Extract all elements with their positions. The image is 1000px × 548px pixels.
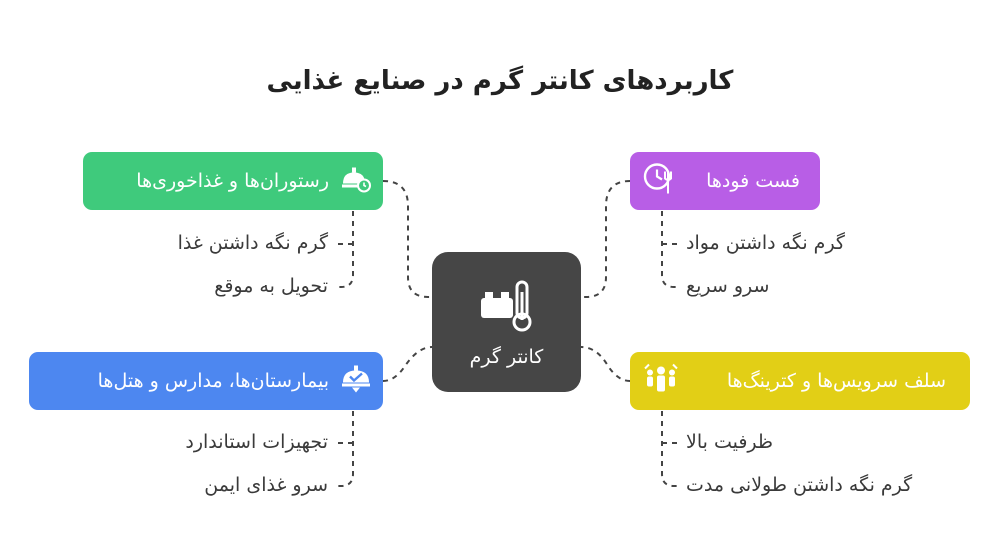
diagram-title: کاربردهای کانتر گرم در صنایع غذایی: [266, 66, 734, 96]
node-fastfood: فست فودها: [630, 152, 820, 210]
center-node: کانتر گرم: [432, 252, 581, 392]
connector-restaurants: [382, 180, 432, 298]
connector-fastfood: [581, 180, 631, 298]
fastfood-item-1: گرم نگه داشتن مواد: [686, 232, 845, 254]
node-restaurants-label: رستوران‌ها و غذاخوری‌ها: [136, 170, 329, 192]
node-restaurants: رستوران‌ها و غذاخوری‌ها: [83, 152, 383, 210]
connector-catering-items: [661, 411, 678, 487]
cloche-clock-icon: [341, 164, 371, 199]
people-group-icon: [644, 363, 678, 400]
catering-item-1: ظرفیت بالا: [686, 431, 774, 453]
node-fastfood-label: فست فودها: [706, 170, 800, 192]
hospitals-item-1: تجهیزات استاندارد: [185, 431, 328, 453]
restaurants-item-2: تحویل به موقع: [214, 275, 328, 297]
connector-catering: [580, 346, 631, 382]
node-catering-label: سلف سرویس‌ها و کترینگ‌ها: [726, 370, 946, 392]
node-hospitals-label: بیمارستان‌ها، مدارس و هتل‌ها: [97, 370, 329, 392]
fork-knife-clock-icon: [642, 162, 676, 201]
node-hospitals: بیمارستان‌ها، مدارس و هتل‌ها: [29, 352, 383, 410]
node-catering: سلف سرویس‌ها و کترینگ‌ها: [630, 352, 970, 410]
hospitals-item-2: سرو غذای ایمن: [204, 474, 328, 496]
food-warmer-thermometer-icon: [479, 278, 535, 338]
connector-hospitals: [382, 346, 433, 382]
catering-item-2: گرم نگه داشتن طولانی مدت: [686, 474, 913, 496]
connector-fastfood-items: [661, 211, 678, 288]
fastfood-item-2: سرو سریع: [686, 275, 770, 297]
center-label: کانتر گرم: [469, 346, 544, 368]
connector-hospitals-items: [335, 411, 354, 487]
cloche-check-icon: [341, 364, 371, 399]
restaurants-item-1: گرم نگه داشتن غذا: [177, 232, 328, 254]
connector-restaurants-items: [335, 211, 354, 288]
